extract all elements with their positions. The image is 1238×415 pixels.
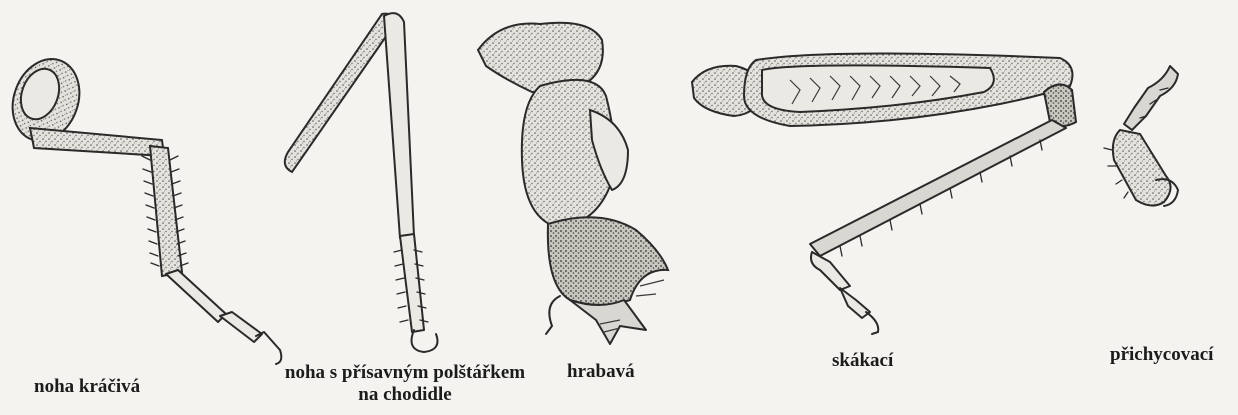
label-digging-leg: hrabavá	[567, 361, 635, 383]
label-clinging-leg: přichycovací	[1110, 344, 1213, 366]
walking-leg-drawing	[2, 50, 282, 364]
label-suction-pad-leg-line2: na chodidle	[270, 384, 540, 406]
label-walking-leg: noha kráčivá	[34, 376, 140, 398]
digging-leg-drawing	[478, 23, 668, 344]
label-suction-pad-leg-line1: noha s přísavným polštářkem	[270, 362, 540, 384]
suction-pad-leg-drawing	[285, 13, 438, 352]
label-suction-pad-leg: noha s přísavným polštářkem na chodidle	[270, 362, 540, 406]
label-jumping-leg: skákací	[832, 350, 893, 372]
jumping-leg-drawing	[692, 53, 1076, 334]
clinging-leg-drawing	[1104, 66, 1178, 206]
